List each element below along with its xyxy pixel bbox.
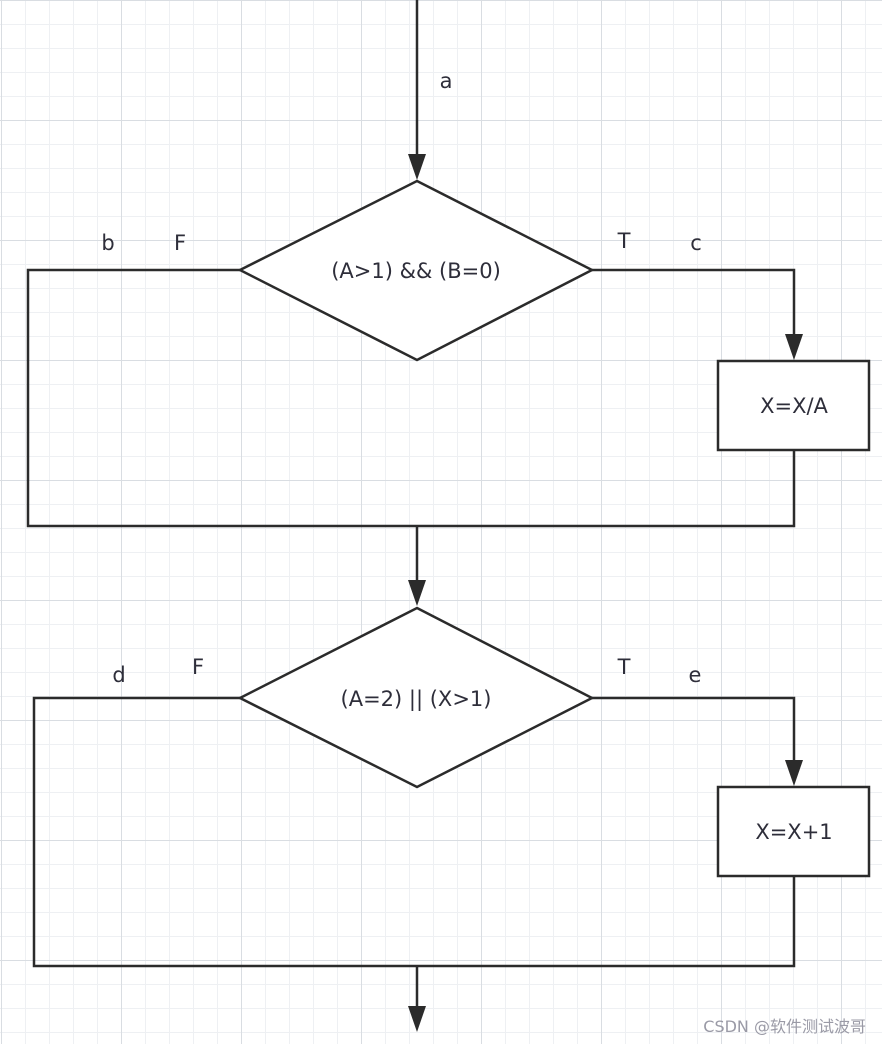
watermark-text: CSDN @软件测试波哥 — [703, 1017, 866, 1036]
label-true-2: T — [617, 655, 631, 679]
label-false-1: F — [174, 231, 186, 255]
process-2-text: X=X+1 — [755, 820, 832, 844]
edge-b-line — [26, 268, 417, 528]
decision-1: (A>1) && (B=0) — [237, 179, 595, 362]
process-1: X=X/A — [716, 359, 871, 452]
decision-1-text: (A>1) && (B=0) — [331, 259, 501, 283]
merge-1-line — [417, 450, 796, 528]
process-2-box — [716, 785, 871, 878]
label-e: e — [689, 663, 702, 687]
decision-1-diamond — [237, 179, 595, 362]
edge-d-line — [32, 696, 417, 968]
edge-e-line — [592, 696, 796, 762]
process-1-box — [716, 359, 871, 452]
decision-2: (A=2) || (X>1) — [237, 606, 595, 789]
edge-c-line — [592, 268, 796, 336]
process-2: X=X+1 — [716, 785, 871, 878]
merge-2-line — [417, 876, 796, 968]
decision-2-text: (A=2) || (X>1) — [341, 687, 492, 712]
edge-c-arrowhead — [785, 334, 803, 360]
edge-merge-1-arrowhead — [408, 580, 426, 606]
label-false-2: F — [192, 655, 204, 679]
edge-a-arrowhead — [408, 154, 426, 180]
label-true-1: T — [617, 229, 631, 253]
exit-arrowhead — [408, 1006, 426, 1032]
edge-e-arrowhead — [785, 760, 803, 786]
label-d: d — [112, 663, 125, 687]
process-1-text: X=X/A — [760, 394, 828, 418]
label-c: c — [690, 231, 702, 255]
label-b: b — [101, 231, 114, 255]
decision-2-diamond — [237, 606, 595, 789]
label-a: a — [440, 69, 453, 93]
